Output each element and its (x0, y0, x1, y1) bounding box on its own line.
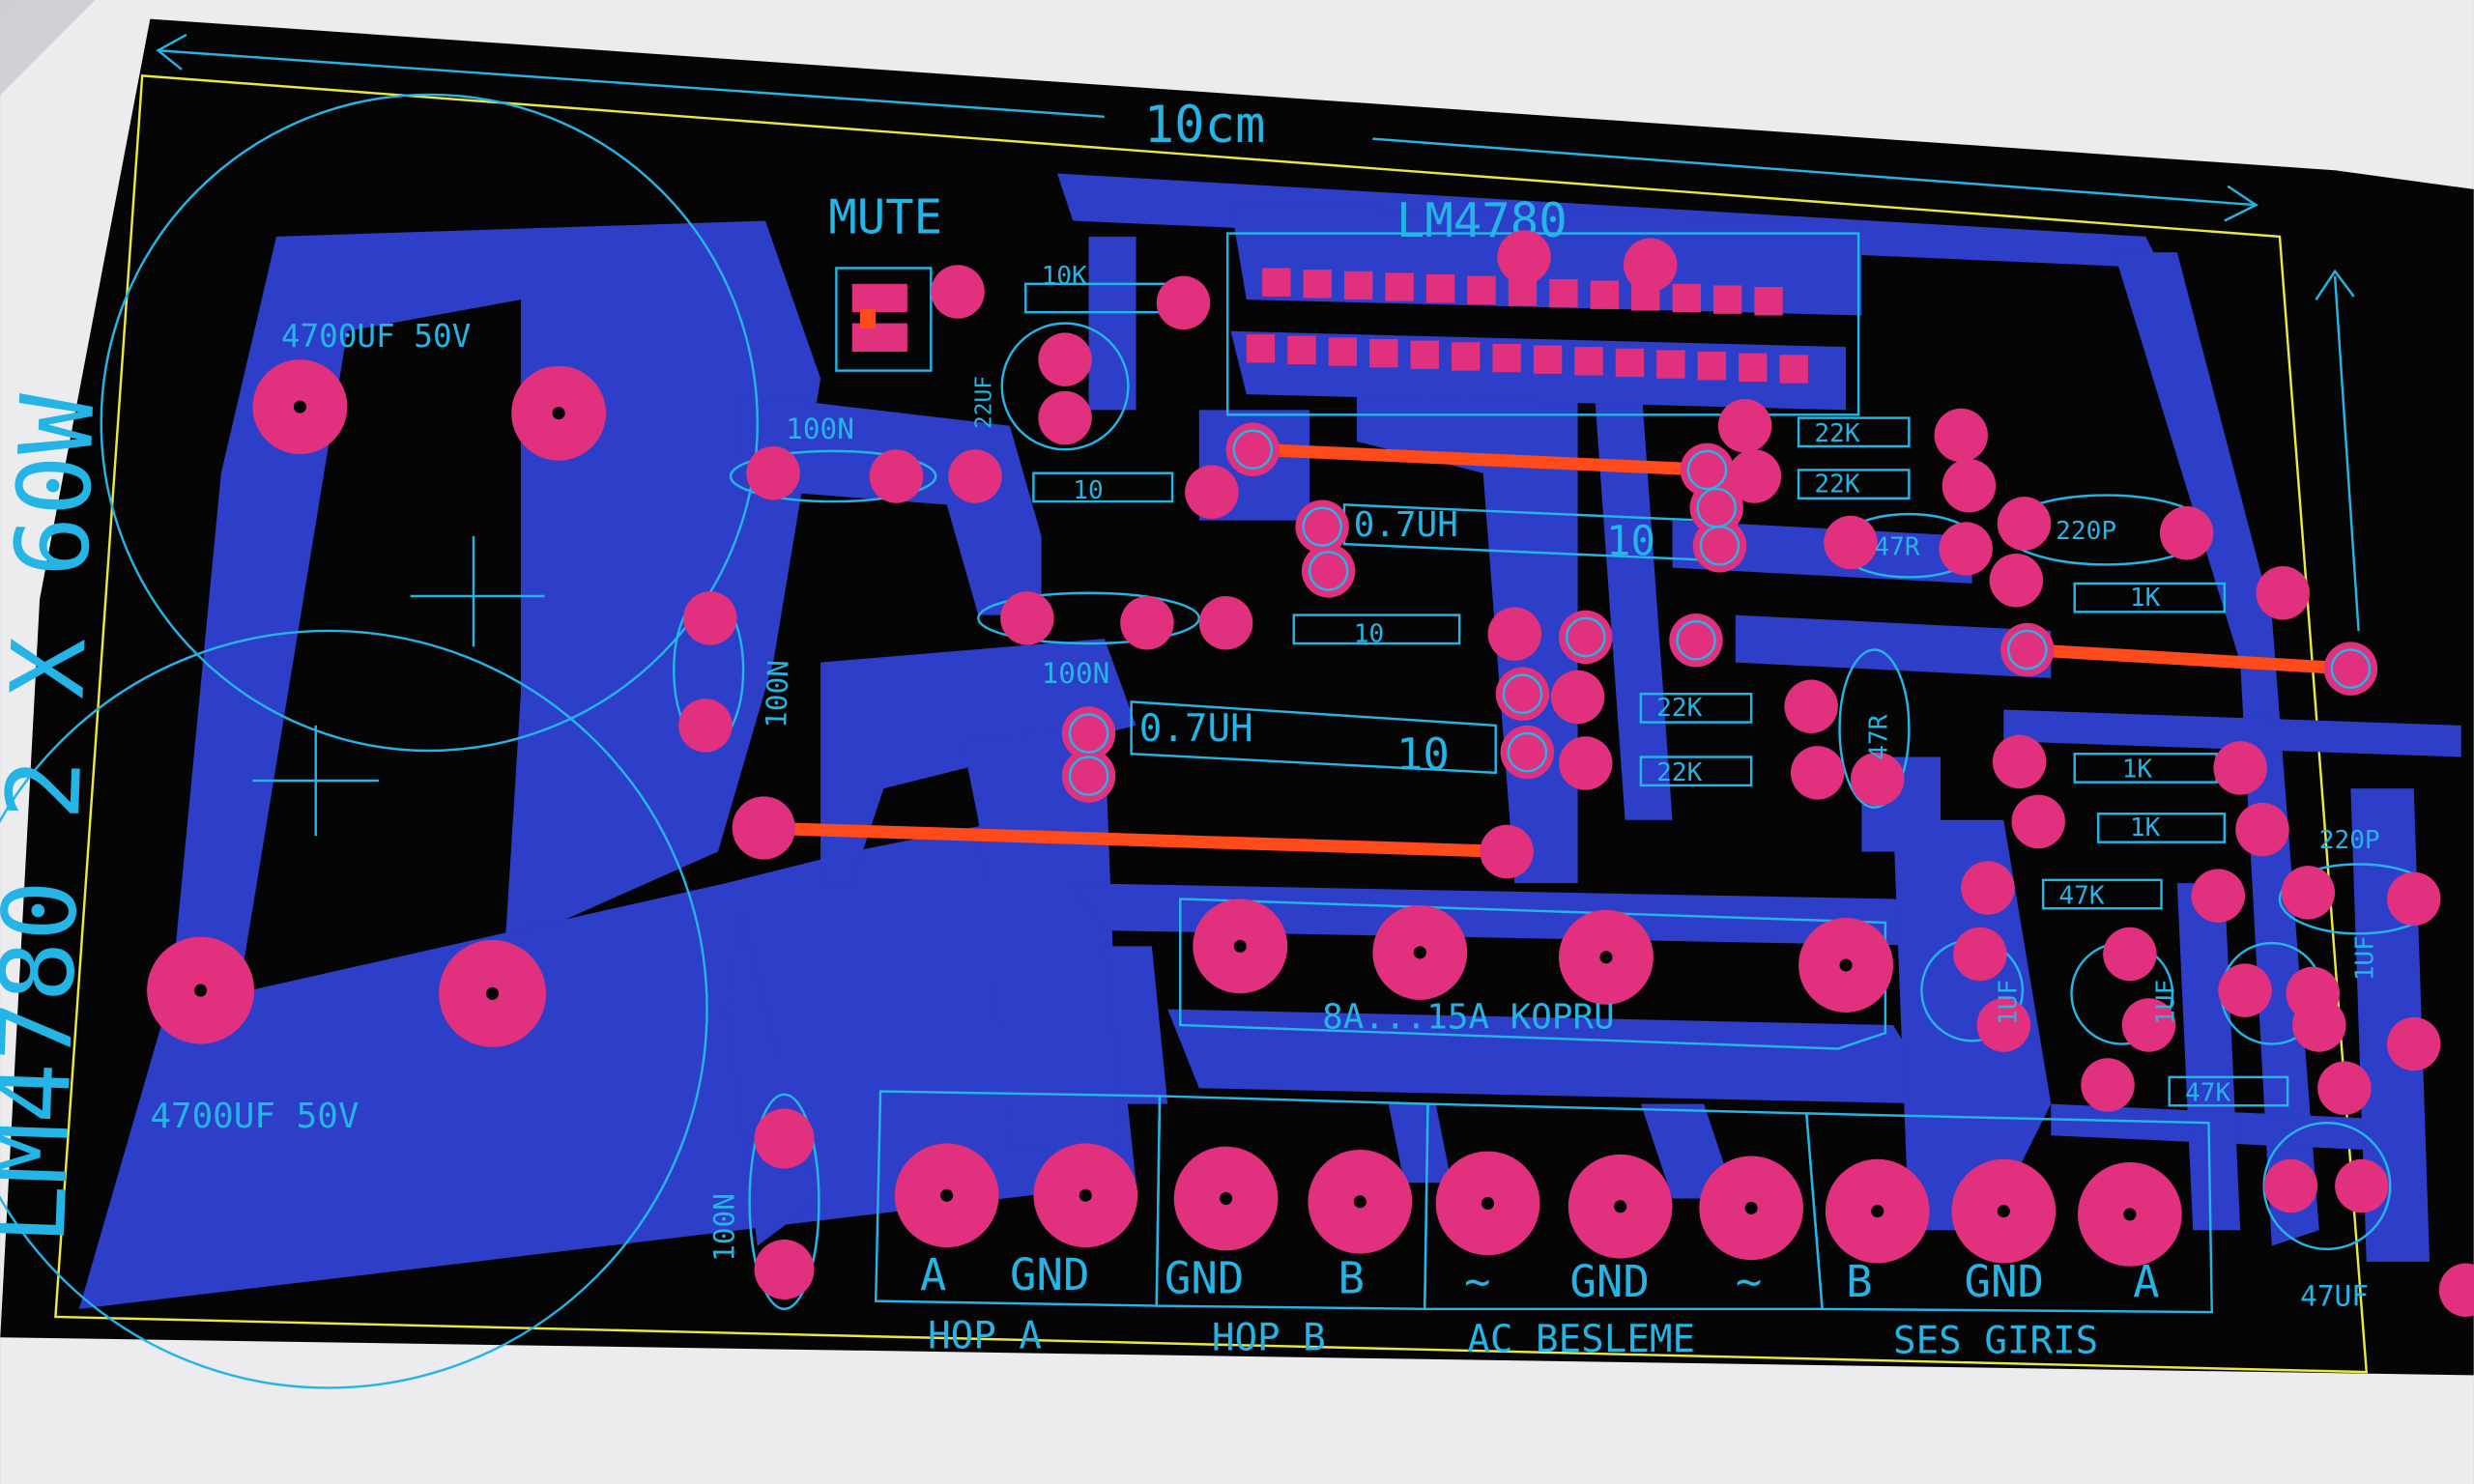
label-22k: 22K (1814, 470, 1859, 499)
board-outline (54, 74, 2369, 1374)
label-1k: 1K (2130, 813, 2161, 842)
label-22k: 22K (1656, 758, 1702, 787)
ic-pins (1246, 268, 1808, 384)
label-inductor-r: 10 (1606, 519, 1655, 566)
terminal-group-label: HOP A (928, 1315, 1042, 1358)
label-inductor: 0.7UH (1354, 505, 1458, 545)
label-220p: 220P (2319, 826, 2380, 855)
label-100n: 100N (760, 659, 794, 728)
terminal-pin-label: A (920, 1249, 947, 1300)
label-100n: 100N (1042, 657, 1110, 690)
label-22k: 22K (1656, 694, 1702, 723)
mute-outline (835, 267, 933, 372)
label-1uf: 1UF (1994, 980, 2023, 1025)
terminal-group-label: AC BESLEME (1467, 1318, 1695, 1361)
cap-label-bottom: 4700UF 50V (150, 1097, 359, 1136)
label-1k: 1K (2130, 584, 2161, 613)
terminal-pin-label: A (2133, 1256, 2160, 1307)
label-47r: 47R (1874, 533, 1919, 562)
terminal-pin-label: ~ (1464, 1256, 1491, 1307)
dimension-arrow (156, 33, 2258, 222)
capacitor-outline (0, 629, 708, 1389)
label-47uf: 47UF (2300, 1280, 2369, 1313)
terminal-pin-label: GND (1165, 1252, 1245, 1303)
mute-pad (851, 283, 907, 313)
terminal-group-label: SES GIRIS (1893, 1320, 2098, 1363)
polarity-marks (252, 535, 545, 837)
terminal-pin-label: B (1846, 1256, 1873, 1307)
label-1uf: 1UF (2350, 935, 2379, 981)
label-47k: 47K (2058, 881, 2104, 910)
label-inductor: 0.7UH (1139, 707, 1253, 751)
terminal-pin-label: GND (1569, 1256, 1650, 1307)
ic-outline (1225, 232, 1860, 416)
label-47r: 47R (1865, 714, 1894, 759)
label-bridge: 8A...15A KOPRU (1322, 997, 1615, 1037)
label-22uf: 22UF (971, 376, 996, 429)
label-10: 10 (1073, 476, 1103, 505)
terminal-pin-label: B (1338, 1252, 1365, 1303)
terminal-block-outlines (874, 1090, 2214, 1314)
label-1k: 1K (2122, 756, 2153, 785)
pad-rings (1068, 429, 2372, 796)
cap-label-top: 4700UF 50V (281, 318, 471, 355)
label-1uf: 1UF (2152, 980, 2181, 1025)
terminal-pin-label: GND (1964, 1256, 2044, 1307)
label-inductor-r: 10 (1396, 729, 1450, 781)
label-10: 10 (1354, 619, 1384, 648)
mute-jumper (859, 308, 877, 328)
dimension-label: 10cm (1144, 97, 1266, 155)
terminal-pin-label: GND (1010, 1249, 1090, 1300)
label-100n: 100N (707, 1193, 740, 1262)
label-100n: 100N (786, 413, 854, 445)
jumper-wires (757, 442, 2351, 858)
label-220p: 220P (2056, 517, 2116, 546)
mute-label: MUTE (828, 190, 942, 245)
terminal-pin-label: ~ (1736, 1256, 1763, 1307)
label-10k: 10K (1042, 262, 1087, 291)
capacitor-outline (100, 93, 760, 753)
pad-holes (194, 400, 2137, 1221)
terminal-group-label: HOP B (1212, 1316, 1326, 1359)
label-22k: 22K (1814, 419, 1859, 448)
dimension-arrow-vertical (2315, 269, 2360, 632)
label-47k: 47K (2185, 1078, 2230, 1107)
